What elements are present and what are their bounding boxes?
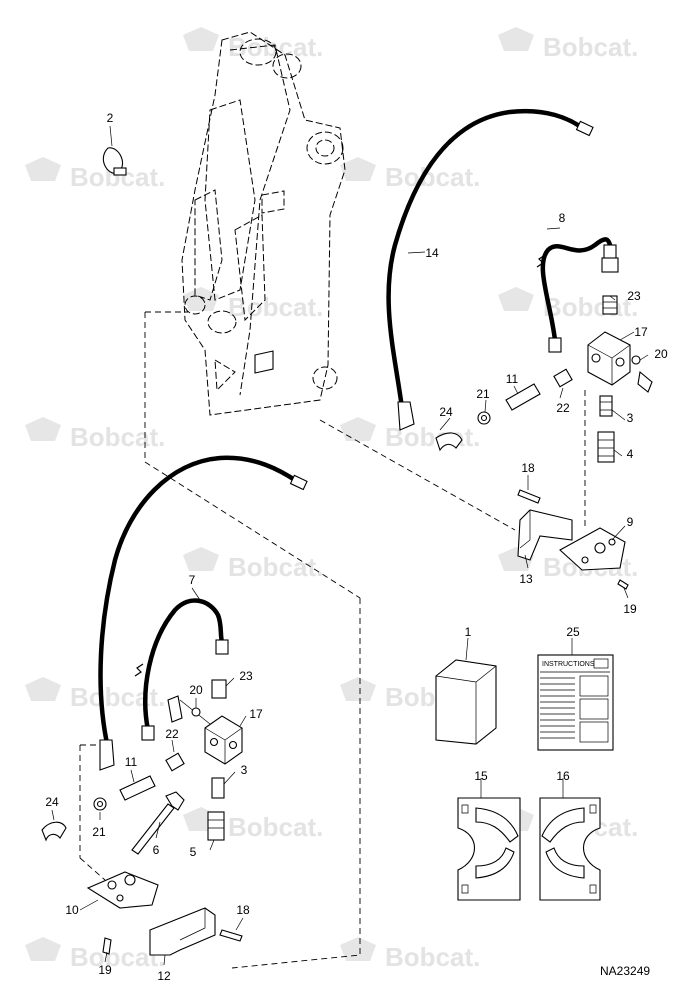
watermark: Bobcat. — [183, 807, 323, 842]
hose-7 — [143, 598, 225, 733]
callout-18: 18 — [236, 903, 250, 917]
callout-leaders — [51, 295, 649, 966]
watermark: Bobcat. — [498, 287, 638, 322]
callout-11: 11 — [506, 372, 519, 386]
watermark-layer: Bobcat. Bobcat. Bobcat. Bobcat. Bobcat. … — [25, 27, 638, 972]
callout-12: 12 — [157, 969, 171, 983]
callout-20: 20 — [654, 347, 668, 361]
callout-22: 22 — [556, 401, 570, 415]
callout-23: 23 — [627, 289, 641, 303]
callout-24: 24 — [439, 405, 453, 419]
coupler-5 — [207, 811, 225, 841]
callout-4: 4 — [627, 447, 634, 461]
wrench-6 — [131, 791, 185, 855]
svg-text:Bobcat.: Bobcat. — [385, 162, 480, 192]
screw-20-upper — [631, 355, 653, 393]
instructions-sheet-25: INSTRUCTIONS — [537, 654, 614, 751]
bracket-13 — [517, 509, 573, 561]
watermark: Bobcat. — [25, 157, 165, 192]
bolt-18-upper — [517, 489, 541, 504]
bolt-18-lower — [219, 929, 243, 942]
callout-22: 22 — [165, 727, 179, 741]
watermark: Bobcat. — [183, 27, 323, 62]
bracket-12 — [149, 907, 216, 956]
watermark: Bobcat. — [498, 27, 638, 62]
instructions-title: INSTRUCTIONS — [542, 661, 595, 668]
svg-text:Bobcat.: Bobcat. — [228, 292, 323, 322]
screw-19-lower — [102, 937, 112, 955]
watermark: Bobcat. — [340, 157, 480, 192]
watermark: Bobcat. — [183, 547, 323, 582]
callout-6: 6 — [153, 843, 160, 857]
kit-box-1 — [435, 659, 497, 745]
callout-15: 15 — [474, 769, 488, 783]
callout-14: 14 — [425, 246, 439, 260]
callout-5: 5 — [190, 845, 197, 859]
callout-24: 24 — [45, 795, 59, 809]
watermark: Bobcat. — [25, 677, 165, 712]
fittings-row-upper — [435, 368, 573, 452]
callout-11: 11 — [125, 755, 138, 769]
decal-16 — [539, 797, 601, 901]
adapter-23-lower — [211, 679, 227, 699]
plate-9 — [559, 527, 626, 571]
screw-19-upper — [617, 579, 629, 590]
callout-21: 21 — [92, 825, 106, 839]
callout-7: 7 — [189, 573, 196, 587]
fitting-11-lower — [119, 775, 156, 801]
callout-19: 19 — [623, 602, 637, 616]
svg-text:Bobcat.: Bobcat. — [543, 32, 638, 62]
drawing-code: NA23249 — [600, 964, 650, 978]
callout-17: 17 — [249, 707, 263, 721]
watermark: Bobcat. — [25, 937, 165, 972]
watermark: Bobcat. — [25, 417, 165, 452]
hose-long-lower — [98, 455, 301, 751]
svg-text:Bobcat.: Bobcat. — [70, 682, 165, 712]
valve-block-17-upper — [587, 331, 631, 386]
callout-21: 21 — [476, 387, 490, 401]
callout-3: 3 — [241, 763, 248, 777]
callout-8: 8 — [559, 211, 566, 225]
callout-1: 1 — [465, 625, 472, 639]
svg-text:Bobcat.: Bobcat. — [228, 552, 323, 582]
fitting-22-lower — [165, 752, 185, 772]
washer-21-lower — [93, 797, 107, 811]
callout-labels: 2 14 8 23 17 20 11 21 22 24 3 4 18 9 13 … — [45, 111, 668, 983]
svg-text:Bobcat.: Bobcat. — [70, 422, 165, 452]
svg-text:Bobcat.: Bobcat. — [543, 292, 638, 322]
svg-text:Bobcat.: Bobcat. — [228, 32, 323, 62]
callout-9: 9 — [627, 515, 634, 529]
svg-text:Bobcat.: Bobcat. — [385, 942, 480, 972]
plate-10 — [86, 871, 159, 909]
callout-2: 2 — [107, 111, 114, 125]
callout-19: 19 — [98, 963, 112, 977]
callout-20: 20 — [189, 683, 203, 697]
screw-20-lower — [167, 695, 201, 723]
watermark: Bobcat. — [340, 937, 480, 972]
upper-assembly — [386, 108, 653, 590]
callout-10: 10 — [65, 903, 79, 917]
valve-block-17-lower — [204, 715, 243, 765]
hose-14 — [386, 108, 588, 411]
watermark: Bobcat. — [183, 287, 323, 322]
svg-text:Bobcat.: Bobcat. — [228, 812, 323, 842]
adapter-23-upper — [602, 295, 618, 315]
cable-tie — [102, 125, 127, 176]
callout-23: 23 — [239, 669, 253, 683]
callout-25: 25 — [566, 625, 580, 639]
callout-16: 16 — [556, 769, 570, 783]
fitting-3-upper — [599, 395, 613, 417]
elbow-24-lower — [41, 821, 67, 842]
decal-15 — [457, 797, 521, 901]
callout-13: 13 — [519, 572, 533, 586]
lower-assembly — [41, 455, 308, 956]
coupler-4 — [597, 431, 615, 463]
fitting-3-lower — [211, 777, 225, 799]
callout-3: 3 — [627, 411, 634, 425]
loader-arm — [181, 31, 346, 416]
hose-8 — [540, 237, 613, 343]
callout-17: 17 — [634, 325, 648, 339]
callout-18: 18 — [521, 461, 535, 475]
